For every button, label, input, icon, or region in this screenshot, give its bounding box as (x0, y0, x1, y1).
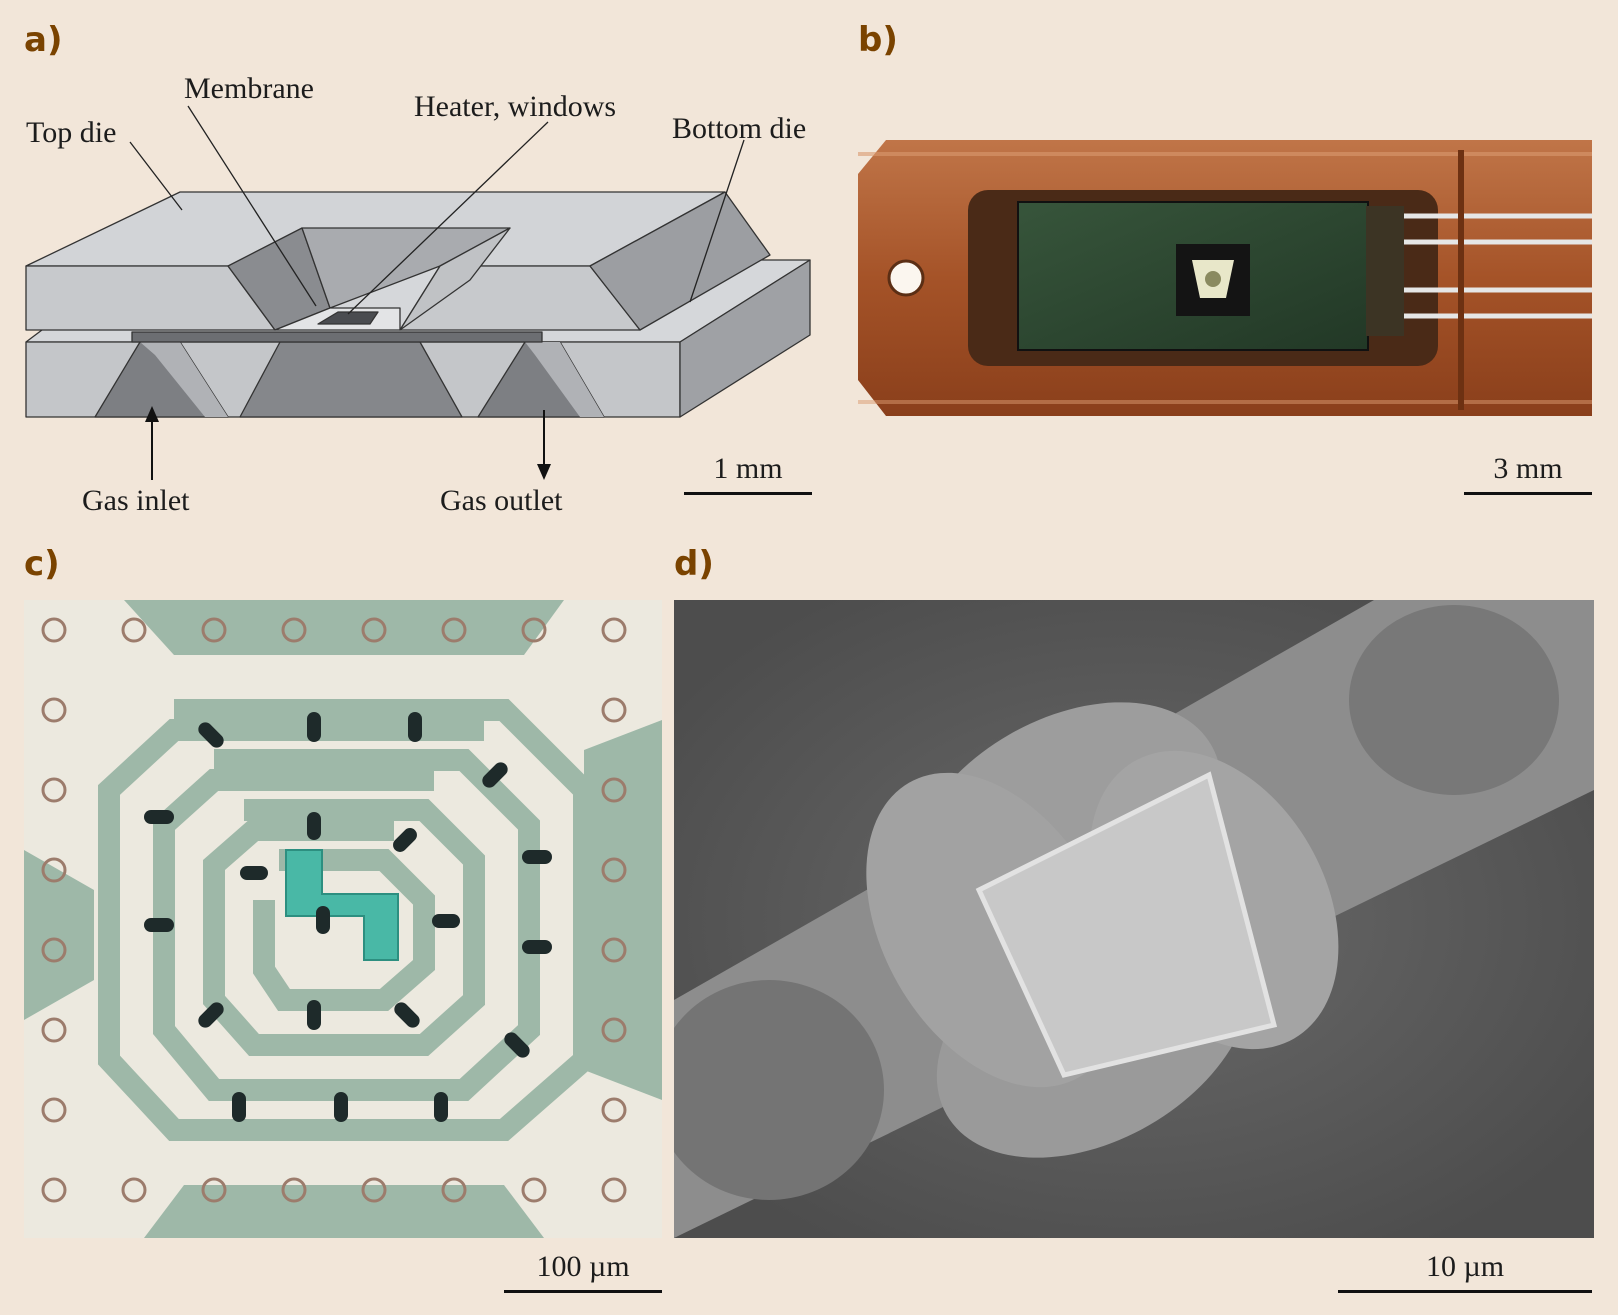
panel-a-label: a) (24, 20, 63, 60)
pad-bottom (144, 1185, 544, 1238)
callout-heater-windows: Heater, windows (414, 90, 617, 123)
scale-label-d: 10 µm (1425, 1250, 1505, 1283)
electrical-pins (1398, 213, 1592, 319)
callout-bottom-die: Bottom die (672, 112, 807, 145)
bottom-die-side (679, 259, 811, 418)
top-die-side (589, 191, 771, 331)
scale-label-b: 3 mm (1493, 452, 1563, 485)
spiral-track (98, 699, 595, 1141)
panel-b-label: b) (858, 20, 898, 60)
panel-d-label: d) (674, 544, 714, 584)
pad-left (24, 850, 94, 1020)
panel-c-label: c) (24, 544, 60, 584)
nanoreactor-schematic (25, 105, 811, 480)
callout-gas-outlet: Gas outlet (440, 484, 563, 517)
holder-photo (858, 140, 1592, 416)
leader-heater (347, 121, 549, 315)
scale-bar-c (504, 1290, 662, 1293)
scale-label-a: 1 mm (713, 452, 783, 485)
callout-membrane: Membrane (184, 72, 314, 105)
mounting-hole (887, 259, 925, 297)
callout-gas-inlet: Gas inlet (82, 484, 190, 517)
sem-right-well (1349, 605, 1559, 795)
callout-top-die: Top die (26, 116, 117, 149)
scale-bar-b (1464, 492, 1592, 495)
scale-bar-d (1338, 1290, 1592, 1293)
contact-pills (144, 712, 552, 1122)
sem-image (674, 600, 1594, 1238)
spiral-heater-micrograph (24, 600, 662, 1238)
scale-bar-a (684, 492, 812, 495)
sem-window (975, 771, 1278, 1078)
pad-right (584, 720, 662, 1100)
sem-left-well (674, 980, 884, 1200)
leader-bottom-die (689, 139, 745, 303)
heater-center (285, 849, 399, 961)
gas-gap (131, 331, 543, 343)
leader-top-die (129, 141, 183, 211)
heater (317, 311, 379, 325)
pad-top (124, 600, 564, 655)
scale-label-c: 100 µm (536, 1250, 630, 1283)
membrane-pit-right (399, 227, 511, 331)
leader-membrane (187, 105, 317, 307)
